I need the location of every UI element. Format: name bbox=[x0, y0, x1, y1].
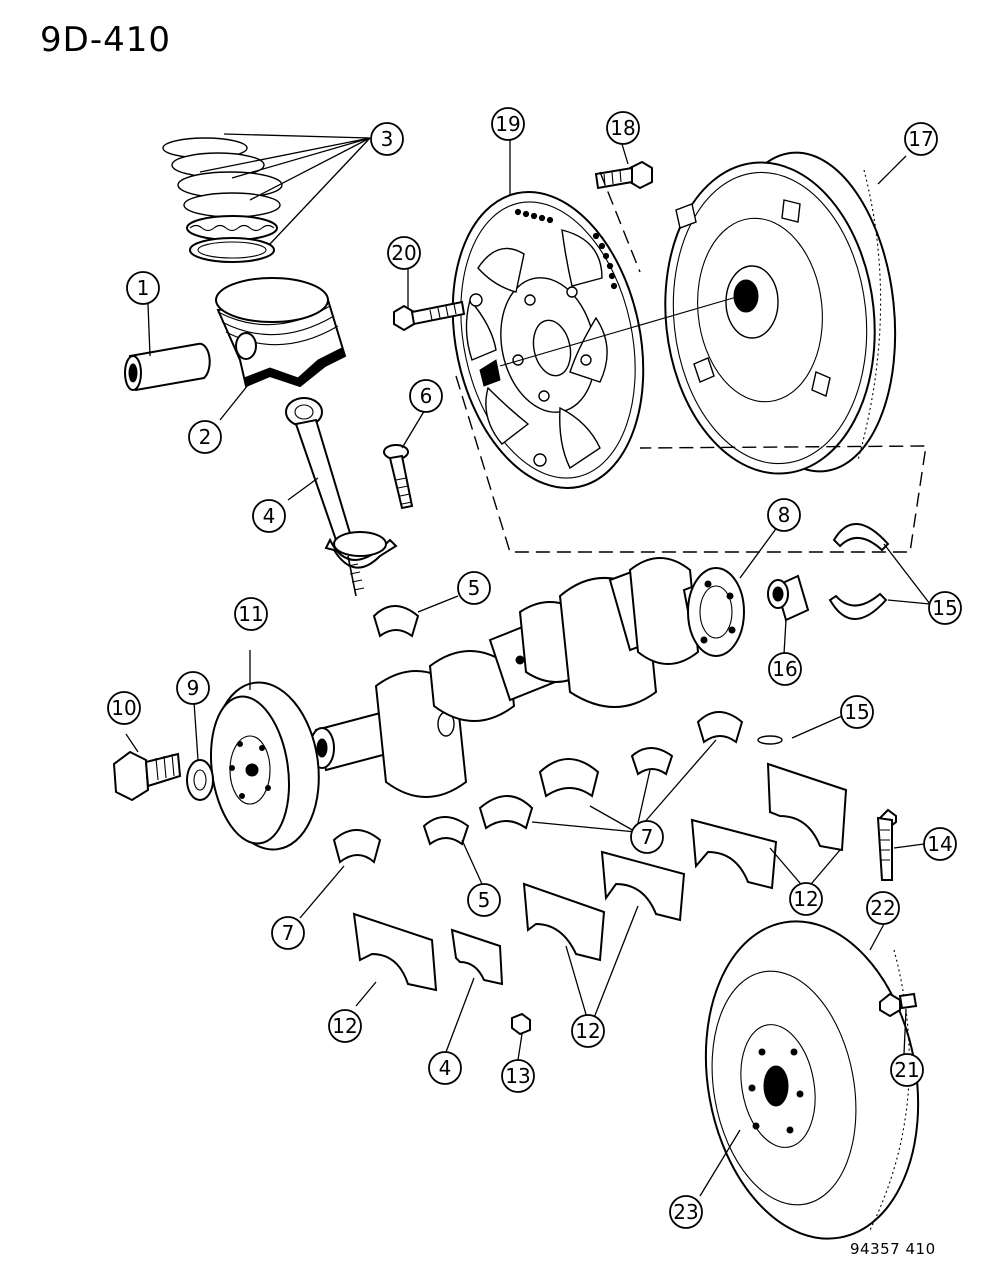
page-title: 9D-410 bbox=[40, 20, 171, 60]
piston-rings-icon bbox=[162, 137, 283, 263]
callout-23: 23 bbox=[669, 1195, 703, 1229]
nut-icon bbox=[511, 1012, 531, 1036]
flexplate-bolt-icon bbox=[393, 300, 466, 332]
svg-text:12: 12 bbox=[793, 887, 818, 911]
figure-code: 94357 410 bbox=[850, 1240, 936, 1258]
svg-text:6: 6 bbox=[420, 384, 433, 408]
callout-15b: 15 bbox=[840, 695, 874, 729]
svg-text:16: 16 bbox=[772, 657, 797, 681]
callout-13: 13 bbox=[501, 1059, 535, 1093]
svg-text:13: 13 bbox=[505, 1064, 530, 1088]
connecting-rod-icon bbox=[285, 397, 398, 597]
callout-20: 20 bbox=[387, 236, 421, 270]
svg-text:17: 17 bbox=[908, 127, 933, 151]
svg-text:5: 5 bbox=[468, 576, 481, 600]
callout-3: 3 bbox=[370, 122, 404, 156]
callout-6: 6 bbox=[409, 379, 443, 413]
svg-text:15: 15 bbox=[932, 596, 957, 620]
bearing-shells-icon bbox=[332, 605, 783, 864]
callout-12c: 12 bbox=[789, 882, 823, 916]
callout-5b: 5 bbox=[467, 883, 501, 917]
svg-text:5: 5 bbox=[478, 888, 491, 912]
callout-16: 16 bbox=[768, 652, 802, 686]
callout-12b: 12 bbox=[571, 1014, 605, 1048]
callout-17: 17 bbox=[904, 122, 938, 156]
piston-icon bbox=[215, 277, 347, 388]
svg-text:20: 20 bbox=[391, 241, 416, 265]
callout-22: 22 bbox=[866, 891, 900, 925]
svg-text:15: 15 bbox=[844, 700, 869, 724]
callout-5a: 5 bbox=[457, 571, 491, 605]
svg-text:4: 4 bbox=[439, 1056, 452, 1080]
callout-8: 8 bbox=[767, 498, 801, 532]
callout-14: 14 bbox=[923, 827, 957, 861]
washer-icon bbox=[186, 759, 214, 801]
svg-text:9: 9 bbox=[187, 676, 200, 700]
callout-21: 21 bbox=[890, 1053, 924, 1087]
callout-2: 2 bbox=[188, 420, 222, 454]
svg-text:7: 7 bbox=[282, 921, 295, 945]
callout-10: 10 bbox=[107, 691, 141, 725]
cap-bolt-icon bbox=[876, 808, 897, 881]
main-bearing-caps-icon bbox=[352, 762, 848, 992]
svg-text:21: 21 bbox=[894, 1058, 919, 1082]
alignment-line bbox=[499, 295, 741, 367]
svg-text:8: 8 bbox=[778, 503, 791, 527]
piston-pin-icon bbox=[124, 342, 211, 392]
svg-text:11: 11 bbox=[238, 602, 263, 626]
svg-text:7: 7 bbox=[641, 825, 654, 849]
callout-12a: 12 bbox=[328, 1009, 362, 1043]
svg-text:19: 19 bbox=[495, 112, 520, 136]
vibration-damper-icon bbox=[209, 681, 320, 851]
svg-text:2: 2 bbox=[199, 425, 212, 449]
callout-4b: 4 bbox=[428, 1051, 462, 1085]
thrust-washer-icon bbox=[828, 523, 890, 620]
svg-text:23: 23 bbox=[673, 1200, 698, 1224]
callout-1: 1 bbox=[126, 271, 160, 305]
callout-7b: 7 bbox=[630, 820, 664, 854]
svg-text:3: 3 bbox=[381, 127, 394, 151]
crankshaft-icon bbox=[309, 557, 745, 798]
callout-18: 18 bbox=[606, 111, 640, 145]
svg-text:12: 12 bbox=[332, 1014, 357, 1038]
callout-15a: 15 bbox=[928, 591, 962, 625]
svg-text:1: 1 bbox=[137, 276, 150, 300]
callout-7a: 7 bbox=[271, 916, 305, 950]
dowel-icon bbox=[767, 574, 810, 622]
flexplate-icon bbox=[451, 191, 645, 489]
flywheel-icon bbox=[704, 920, 920, 1240]
callout-11: 11 bbox=[234, 597, 268, 631]
assembly-outline bbox=[455, 171, 927, 553]
callout-9: 9 bbox=[176, 671, 210, 705]
svg-text:12: 12 bbox=[575, 1019, 600, 1043]
svg-text:4: 4 bbox=[263, 504, 276, 528]
torque-converter-icon bbox=[664, 151, 897, 475]
callout-19: 19 bbox=[491, 107, 525, 141]
svg-text:10: 10 bbox=[111, 696, 136, 720]
rod-bolt-icon bbox=[383, 444, 414, 510]
svg-text:18: 18 bbox=[610, 116, 635, 140]
callout-4a: 4 bbox=[252, 499, 286, 533]
svg-text:14: 14 bbox=[927, 832, 952, 856]
damper-bolt-icon bbox=[112, 750, 182, 802]
svg-text:22: 22 bbox=[870, 896, 895, 920]
